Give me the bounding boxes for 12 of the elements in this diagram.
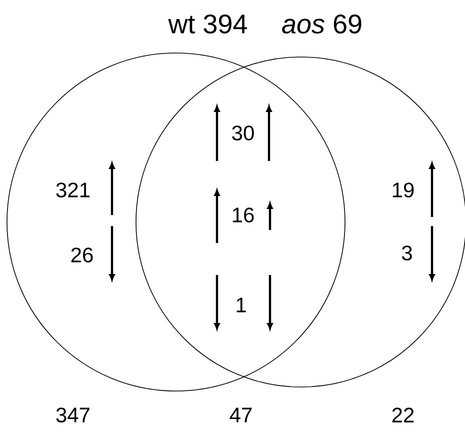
count-label: 47 — [230, 408, 252, 422]
node-label: wt 394 — [168, 14, 247, 34]
count-label: 321 — [56, 182, 90, 198]
count-label: 30 — [232, 126, 254, 140]
count-label: 1 — [236, 298, 246, 312]
count-label: 22 — [392, 408, 414, 422]
count-label: 19 — [392, 182, 414, 198]
count-label: 347 — [56, 408, 90, 422]
count-label: 16 — [232, 208, 254, 222]
node-label: aos 69 — [282, 14, 362, 34]
count-label: 3 — [402, 246, 412, 260]
count-label: 26 — [71, 248, 93, 262]
